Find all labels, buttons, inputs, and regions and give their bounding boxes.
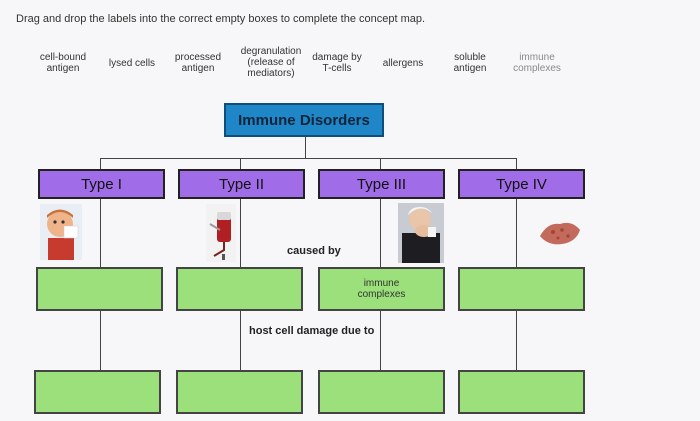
chip-cell-bound-antigen[interactable]: cell-bound antigen (39, 52, 87, 74)
connector-line (516, 158, 517, 169)
caused-by-label: caused by (287, 245, 341, 257)
type-iii-box: Type III (318, 169, 445, 199)
chip-lysed-cells[interactable]: lysed cells (108, 58, 156, 69)
chip-damage-by-t-cells[interactable]: damage by T-cells (312, 52, 362, 74)
drop-box-type-i-cause[interactable] (36, 267, 163, 311)
chip-processed-antigen[interactable]: processed antigen (174, 52, 222, 74)
connector-line (305, 137, 306, 159)
connector-line (100, 158, 516, 159)
drop-box-type-ii-cause[interactable] (176, 267, 303, 311)
connector-line (100, 158, 101, 169)
drop-box-type-iii-cause[interactable]: immune complexes (318, 267, 445, 311)
connector-line (240, 311, 241, 370)
drop-box-type-i-damage[interactable] (34, 370, 161, 414)
connector-line (380, 158, 381, 169)
connector-line (240, 158, 241, 169)
chip-soluble-antigen[interactable]: soluble antigen (453, 52, 487, 74)
instructions: Drag and drop the labels into the correc… (16, 13, 426, 25)
chip-allergens[interactable]: allergens (382, 58, 424, 69)
connector-line (380, 311, 381, 370)
type-iv-box: Type IV (458, 169, 585, 199)
connector-line (516, 311, 517, 370)
connector-line (516, 199, 517, 267)
drop-box-type-iv-damage[interactable] (458, 370, 585, 414)
connector-line (380, 199, 381, 267)
host-damage-label: host cell damage due to (247, 325, 377, 337)
type-i-box: Type I (38, 169, 165, 199)
title-box: Immune Disorders (224, 103, 384, 137)
child-sneezing-image (40, 204, 82, 260)
blood-bag-image (206, 204, 236, 262)
connector-line (240, 199, 241, 267)
connector-line (100, 311, 101, 370)
type-ii-box: Type II (178, 169, 305, 199)
skin-rash-image (540, 222, 580, 245)
chip-degranulation[interactable]: degranulation (release of mediators) (240, 46, 302, 79)
chip-immune-complexes[interactable]: immune complexes (513, 52, 561, 74)
man-coughing-image (398, 203, 444, 263)
drop-box-type-ii-damage[interactable] (176, 370, 303, 414)
connector-line (100, 199, 101, 267)
drop-box-type-iii-damage[interactable] (318, 370, 445, 414)
drop-box-type-iv-cause[interactable] (458, 267, 585, 311)
